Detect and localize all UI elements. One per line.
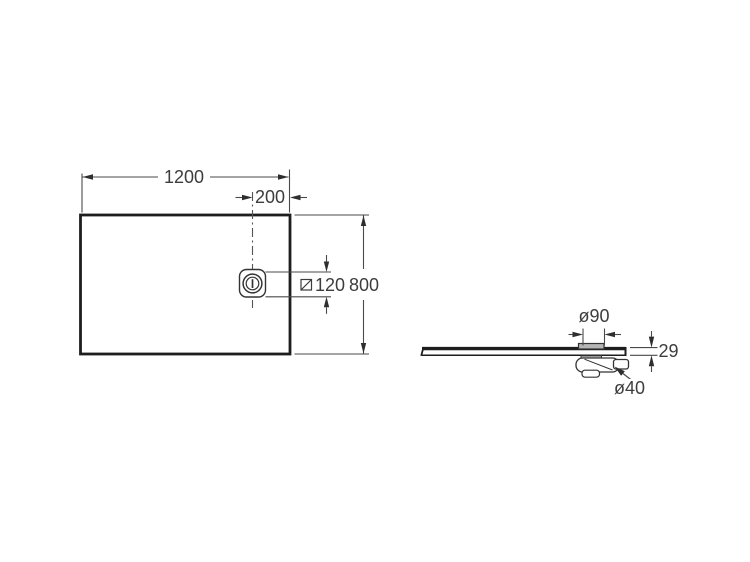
dim-label-drain-square-120: 120 <box>299 274 347 295</box>
dim-90 <box>568 328 621 346</box>
dim-800 <box>360 215 367 354</box>
dim-label-depth-800: 800 <box>347 274 381 295</box>
dim-800-extension-lines <box>294 214 369 355</box>
dim-200 <box>235 194 307 201</box>
siphon-bottom-cap <box>581 369 601 378</box>
dim-label-width-1200: 1200 <box>162 166 206 187</box>
dim-1200-arrows <box>82 174 289 180</box>
top-view <box>79 169 369 356</box>
drain-flange <box>577 342 605 350</box>
siphon-body <box>575 357 630 378</box>
dim-label-drain-square-value: 120 <box>315 274 346 295</box>
dim-label-cover-diameter-90: ø90 <box>577 306 611 326</box>
dim-label-drain-offset-200: 200 <box>253 187 287 207</box>
drain-outlet-stub <box>612 358 630 370</box>
dim-1200-extension-lines <box>81 169 291 213</box>
dim-120 <box>265 255 331 314</box>
drain-top-view <box>238 268 267 298</box>
dim-label-tray-height-29: 29 <box>657 341 680 361</box>
square-section-icon <box>300 278 313 291</box>
dim-label-outlet-diameter-40: ø40 <box>612 378 647 398</box>
dim-29 <box>630 331 658 372</box>
side-view <box>420 328 658 381</box>
